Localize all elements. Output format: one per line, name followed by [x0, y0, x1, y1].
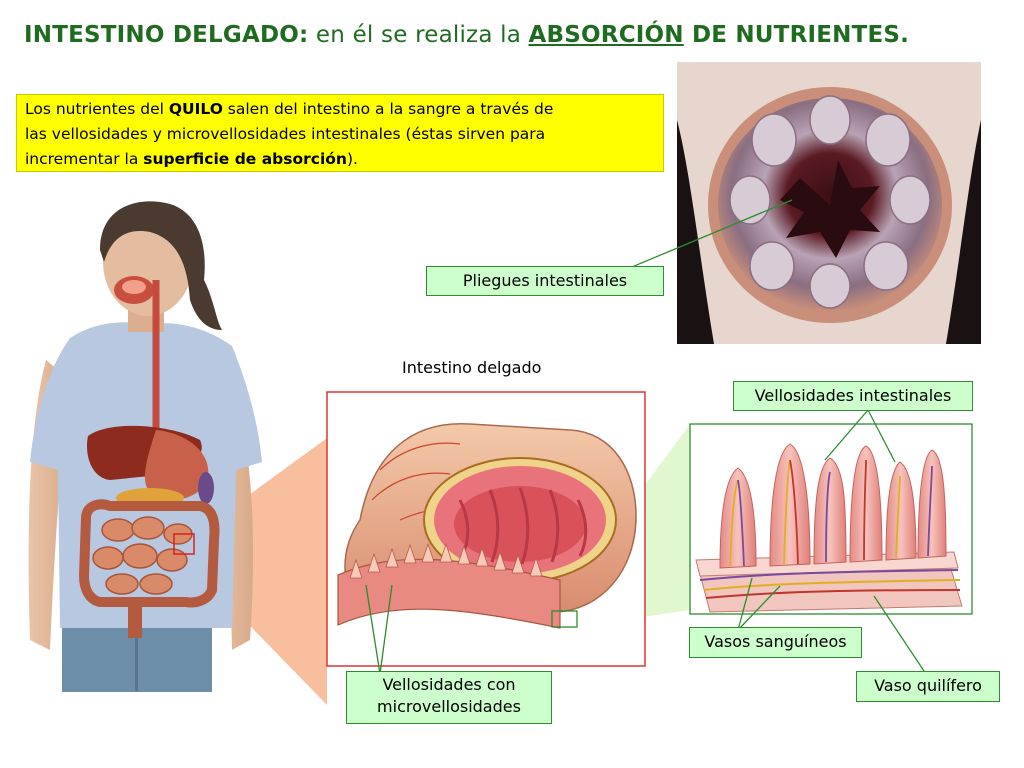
label-vellosidades-intestinales: Vellosidades intestinales: [733, 381, 973, 411]
intro-superficie: superficie de absorción: [143, 150, 347, 168]
villi-illustration: [689, 423, 973, 615]
caption-intestino-delgado: Intestino delgado: [402, 358, 542, 377]
title-part-3: ABSORCIÓN: [528, 22, 684, 48]
intro-t1: Los nutrientes del: [25, 100, 169, 118]
zoom-cone-body: [183, 438, 327, 705]
intro-t3: salen del intestino a la sangre a través…: [222, 100, 554, 118]
girl-figure: [28, 201, 262, 692]
intro-text-box: Los nutrientes del QUILO salen del intes…: [16, 94, 664, 172]
intro-t7: ).: [346, 150, 358, 168]
title-part-1: INTESTINO DELGADO:: [24, 22, 309, 48]
label-vellosidades-con-line1: Vellosidades con: [382, 675, 516, 694]
intestine-illustration: [327, 392, 645, 666]
intro-t5: incrementar la: [25, 150, 144, 168]
title-part-4: DE NUTRIENTES.: [683, 22, 910, 48]
label-pliegues-intestinales: Pliegues intestinales: [426, 266, 664, 296]
label-vellosidades-con-line2: microvellosidades: [377, 697, 521, 716]
illustration-frame: [326, 391, 646, 667]
label-vasos-sanguineos: Vasos sanguíneos: [689, 627, 862, 658]
zoom-marker: [173, 533, 195, 555]
label-vaso-quilifero: Vaso quilífero: [856, 671, 1000, 702]
intro-quilo: QUILO: [168, 100, 223, 118]
title-part-2: en él se realiza la: [308, 22, 529, 48]
intro-t4: las vellosidades y microvellosidades int…: [25, 125, 546, 143]
label-vellosidades-con-microvellosidades: Vellosidades con microvellosidades: [346, 671, 552, 724]
cross-section-photo: [677, 62, 981, 344]
page-title: INTESTINO DELGADO: en él se realiza la A…: [24, 22, 909, 48]
